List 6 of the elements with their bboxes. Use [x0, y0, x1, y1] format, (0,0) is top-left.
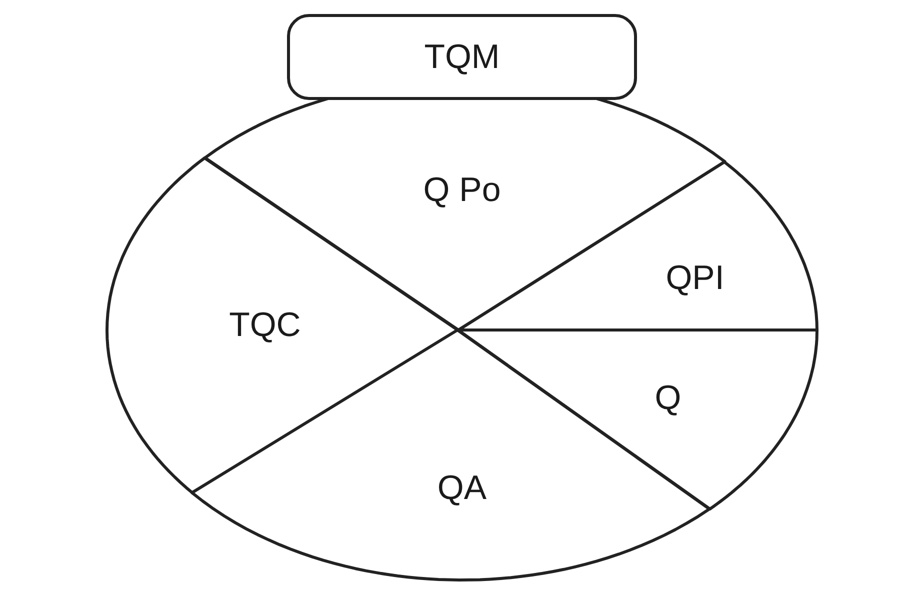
sector-label: QPI — [666, 260, 724, 295]
title-tab: TQM — [287, 14, 637, 100]
sector-label: QA — [437, 471, 487, 505]
sector-label: Q Po — [423, 172, 501, 207]
sector-label: TQC — [229, 308, 301, 342]
sector-label: Q — [654, 381, 682, 415]
